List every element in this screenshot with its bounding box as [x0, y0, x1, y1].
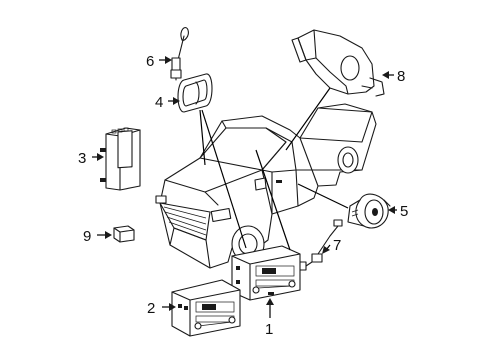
part-8-subwoofer-enclosure [291, 29, 385, 97]
part-3-amplifier-module [100, 127, 141, 191]
callout-5: 5 [400, 203, 408, 220]
callout-1: 1 [265, 321, 273, 338]
callout-6: 6 [146, 53, 154, 70]
part-7-cable [297, 219, 343, 271]
part-2-radio-unit [171, 279, 241, 337]
callout-arrows [92, 56, 397, 318]
pickup-truck-illustration [155, 103, 377, 269]
callout-8: 8 [397, 68, 405, 85]
part-6-antenna-cable [170, 27, 189, 81]
part-9-switch [113, 225, 135, 243]
callout-4: 4 [155, 94, 163, 111]
callout-3: 3 [78, 150, 86, 167]
callout-7: 7 [333, 237, 341, 254]
callout-2: 2 [147, 300, 155, 317]
callout-labels: 1 2 3 4 5 6 7 8 9 [78, 53, 408, 338]
part-1-radio-unit [231, 245, 301, 301]
part-5-speaker [347, 193, 391, 229]
callout-9: 9 [83, 228, 91, 245]
part-4-speaker-grille [177, 73, 213, 113]
location-leader-lines [199, 87, 349, 251]
